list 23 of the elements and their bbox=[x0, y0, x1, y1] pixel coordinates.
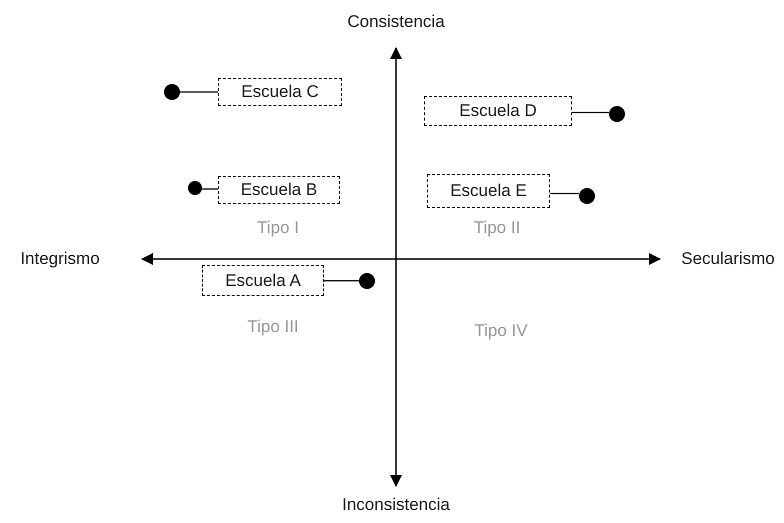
dot-marker bbox=[188, 181, 202, 195]
quadrant-label: Tipo II bbox=[474, 218, 520, 238]
school-box: Escuela E bbox=[427, 174, 550, 208]
school-box: Escuela A bbox=[202, 265, 324, 296]
axis-label: Integrismo bbox=[20, 249, 100, 269]
dot-marker bbox=[359, 273, 375, 289]
connector-line bbox=[324, 280, 359, 282]
school-box: Escuela B bbox=[218, 176, 340, 204]
quadrant-label: Tipo IV bbox=[474, 321, 528, 341]
axis-label: Inconsistencia bbox=[342, 495, 450, 515]
quadrant-label: Tipo III bbox=[247, 317, 299, 337]
connector-line bbox=[550, 192, 579, 194]
dot-marker bbox=[579, 188, 595, 204]
connector-line bbox=[180, 91, 218, 93]
connector-line bbox=[202, 188, 218, 190]
axis-label: Secularismo bbox=[681, 249, 775, 269]
school-box: Escuela C bbox=[218, 78, 342, 106]
quadrant-label: Tipo I bbox=[257, 218, 299, 238]
axis-label: Consistencia bbox=[347, 12, 445, 32]
connector-line bbox=[572, 112, 609, 114]
school-box: Escuela D bbox=[424, 96, 572, 126]
dot-marker bbox=[609, 106, 625, 122]
dot-marker bbox=[164, 84, 180, 100]
